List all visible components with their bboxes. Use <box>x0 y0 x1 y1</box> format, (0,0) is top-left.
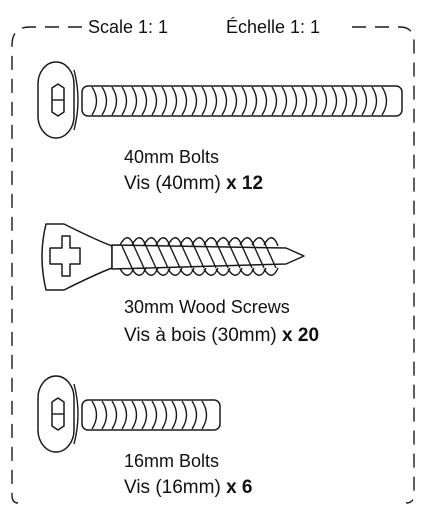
thread-line <box>371 86 378 116</box>
thread-line <box>301 86 308 116</box>
thread-line <box>171 400 178 430</box>
bolt-16mm-drawing <box>37 375 221 453</box>
thread-line <box>211 86 218 116</box>
thread-line <box>101 86 108 116</box>
thread-line <box>141 86 148 116</box>
thread-line <box>231 86 238 116</box>
thread-line <box>121 86 128 116</box>
thread-line <box>201 400 208 430</box>
thread-line <box>321 86 328 116</box>
part-1-name-fr: Vis (40mm) <box>124 173 221 194</box>
bolt-40mm-drawing <box>37 61 403 139</box>
part-1-quantity: x 12 <box>226 173 264 194</box>
part-2-name-fr: Vis à bois (30mm) <box>124 325 277 346</box>
thread-line <box>101 400 108 430</box>
thread-line <box>131 400 138 430</box>
thread-line <box>271 86 278 116</box>
part-3-name-fr: Vis (16mm) <box>124 477 221 498</box>
thread-line <box>331 86 338 116</box>
thread-line <box>381 86 388 116</box>
scale-label-english: Scale 1: 1 <box>82 14 175 40</box>
thread-line <box>311 86 318 116</box>
part-1-name-en: 40mm Bolts <box>124 147 220 167</box>
thread-line <box>181 86 188 116</box>
thread-line <box>341 86 348 116</box>
thread-line <box>161 400 168 430</box>
thread-line <box>111 86 118 116</box>
scale-label-french: Échelle 1: 1 <box>222 14 327 40</box>
thread-line <box>201 86 208 116</box>
thread-line <box>131 86 138 116</box>
thread-line <box>181 400 188 430</box>
thread-line <box>171 86 178 116</box>
thread-line <box>361 86 368 116</box>
thread-line <box>261 86 268 116</box>
thread-line <box>151 400 158 430</box>
part-2-name-en: 30mm Wood Screws <box>124 297 290 317</box>
thread-line <box>91 86 98 116</box>
thread-line <box>351 86 358 116</box>
thread-line <box>161 86 168 116</box>
thread-line <box>251 86 258 116</box>
thread-line <box>291 86 298 116</box>
thread-line <box>191 86 198 116</box>
part-3-quantity: x 6 <box>226 477 253 498</box>
thread-line <box>191 400 198 430</box>
thread-line <box>121 400 128 430</box>
thread-line <box>91 400 98 430</box>
part-2-quantity: x 20 <box>282 325 320 346</box>
part-3-name-en: 16mm Bolts <box>124 451 220 471</box>
thread-line <box>241 86 248 116</box>
thread-line <box>281 86 288 116</box>
thread-line <box>263 237 279 276</box>
thread-line <box>111 400 118 430</box>
thread-line <box>141 400 148 430</box>
thread-line <box>221 86 228 116</box>
wood-screw-30mm-drawing <box>41 223 305 291</box>
thread-line <box>151 86 158 116</box>
